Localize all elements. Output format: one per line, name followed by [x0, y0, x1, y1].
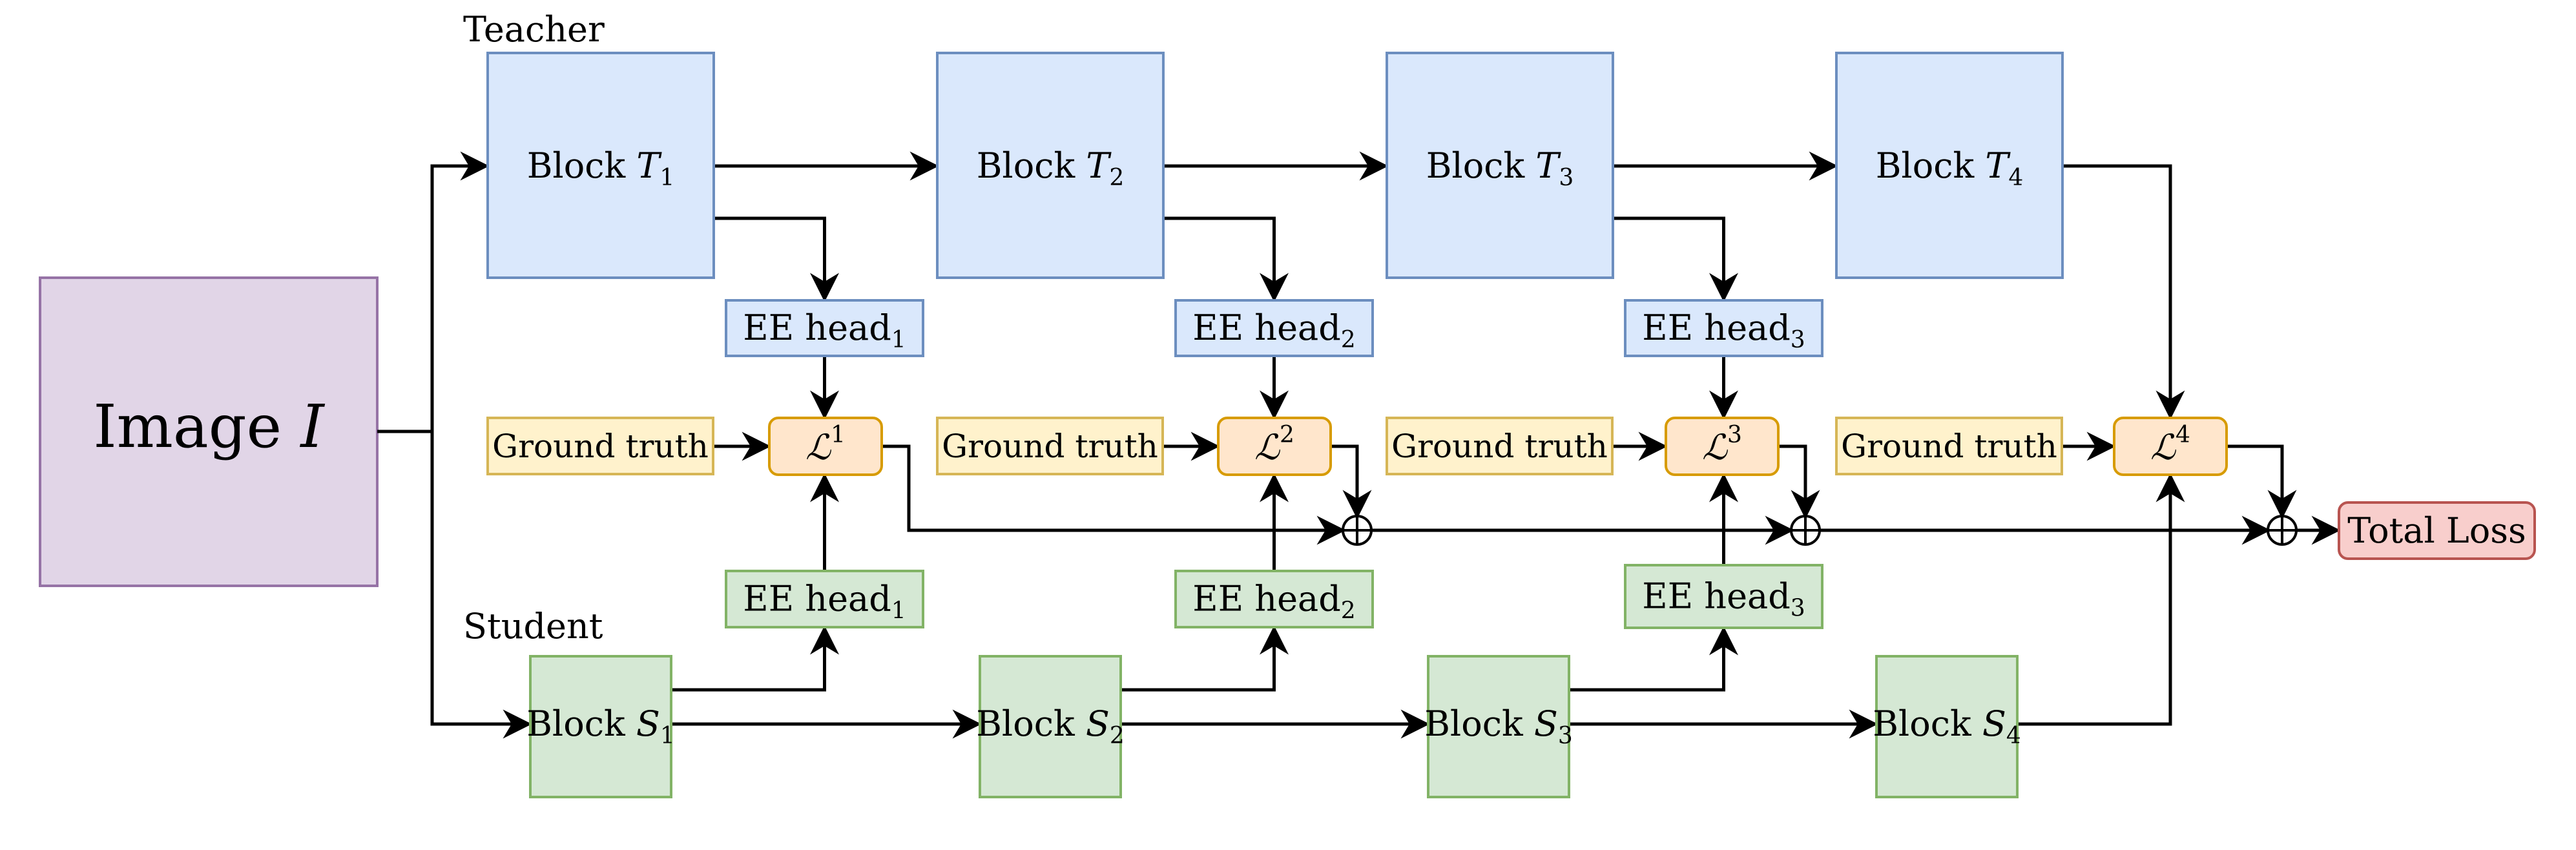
loss-3[interactable]: ℒ3	[1665, 417, 1780, 476]
image-input-label: Image I	[93, 392, 325, 461]
student-ee-head-3[interactable]: EE head3	[1624, 564, 1823, 629]
node-label: EE head1	[743, 579, 906, 625]
loss-label: ℒ4	[2150, 422, 2190, 468]
teacher-ee-head-3[interactable]: EE head3	[1624, 299, 1823, 357]
teacher-block-3[interactable]: Block T3	[1386, 52, 1614, 279]
teacher-label: Teacher	[463, 9, 605, 50]
total-loss-node[interactable]: Total Loss	[2338, 501, 2536, 560]
sum-node-3	[2267, 515, 2298, 546]
ground-truth-label: Ground truth	[492, 428, 709, 465]
wire-image-to-s1	[430, 431, 532, 739]
node-label: Block S4	[1873, 703, 2021, 749]
wire-loss4-to-sum3	[2227, 444, 2297, 519]
wire-s4-to-loss4	[2017, 473, 2185, 726]
node-label: EE head3	[1642, 576, 1805, 622]
wire-s1-to-ee-head	[671, 625, 839, 692]
teacher-block-4[interactable]: Block T4	[1835, 52, 2064, 279]
ground-truth-label: Ground truth	[942, 428, 1158, 465]
wire-image-to-t1	[377, 151, 490, 433]
loss-label: ℒ2	[1254, 422, 1294, 468]
wire-s3-to-ee-head	[1569, 626, 1738, 692]
ground-truth-2[interactable]: Ground truth	[936, 417, 1164, 475]
wire-t4-to-loss4	[2062, 164, 2185, 420]
teacher-block-2[interactable]: Block T2	[936, 52, 1165, 279]
student-ee-head-1[interactable]: EE head1	[725, 570, 924, 628]
loss-1[interactable]: ℒ1	[768, 417, 883, 476]
wire-loss1-to-sum1	[882, 444, 1346, 545]
student-block-1[interactable]: Block S1	[526, 655, 675, 798]
ground-truth-3[interactable]: Ground truth	[1386, 417, 1614, 475]
nodes: Block T1 Block T2 Block T3 Block T4 Block S1…	[486, 52, 2536, 798]
node-label: EE head2	[1192, 579, 1355, 625]
student-block-2[interactable]: Block S2	[976, 655, 1125, 798]
student-block-3[interactable]: Block S3	[1424, 655, 1573, 798]
student-label: Student	[463, 606, 603, 647]
wire-loss2-to-sum1	[1331, 444, 1372, 519]
wire-t2-to-ee-head	[1163, 216, 1289, 302]
node-label: Block T3	[1426, 145, 1574, 191]
node-label: Block S1	[526, 703, 675, 749]
node-label: EE head2	[1192, 307, 1355, 353]
node-label: Block T4	[1876, 145, 2024, 191]
connections	[377, 151, 2341, 739]
loss-2[interactable]: ℒ2	[1217, 417, 1332, 476]
student-block-4[interactable]: Block S4	[1873, 655, 2021, 798]
teacher-ee-head-2[interactable]: EE head2	[1174, 299, 1374, 357]
wire-t3-to-ee-head	[1613, 216, 1738, 302]
student-ee-head-2[interactable]: EE head2	[1174, 570, 1374, 628]
ground-truth-label: Ground truth	[1391, 428, 1608, 465]
sum-node-2	[1790, 515, 1821, 546]
teacher-block-1[interactable]: Block T1	[486, 52, 715, 279]
loss-label: ℒ3	[1702, 422, 1742, 468]
node-label: Block T1	[527, 145, 675, 191]
sum-node-1	[1342, 515, 1373, 546]
loss-4[interactable]: ℒ4	[2113, 417, 2228, 476]
node-label: Block S2	[976, 703, 1125, 749]
total-loss-label: Total Loss	[2347, 510, 2526, 551]
image-input-node[interactable]: Image I	[39, 276, 379, 587]
node-label: EE head3	[1642, 307, 1805, 353]
ground-truth-4[interactable]: Ground truth	[1835, 417, 2063, 475]
ground-truth-label: Ground truth	[1841, 428, 2057, 465]
node-label: Block T2	[977, 145, 1125, 191]
node-label: EE head1	[743, 307, 906, 353]
wire-s2-to-ee-head	[1121, 625, 1289, 692]
wire-t1-to-ee-head	[714, 216, 839, 302]
node-label: Block S3	[1424, 703, 1573, 749]
wire-loss3-to-sum2	[1778, 444, 1820, 519]
loss-label: ℒ1	[805, 422, 846, 468]
ground-truth-1[interactable]: Ground truth	[486, 417, 714, 475]
teacher-ee-head-1[interactable]: EE head1	[725, 299, 924, 357]
